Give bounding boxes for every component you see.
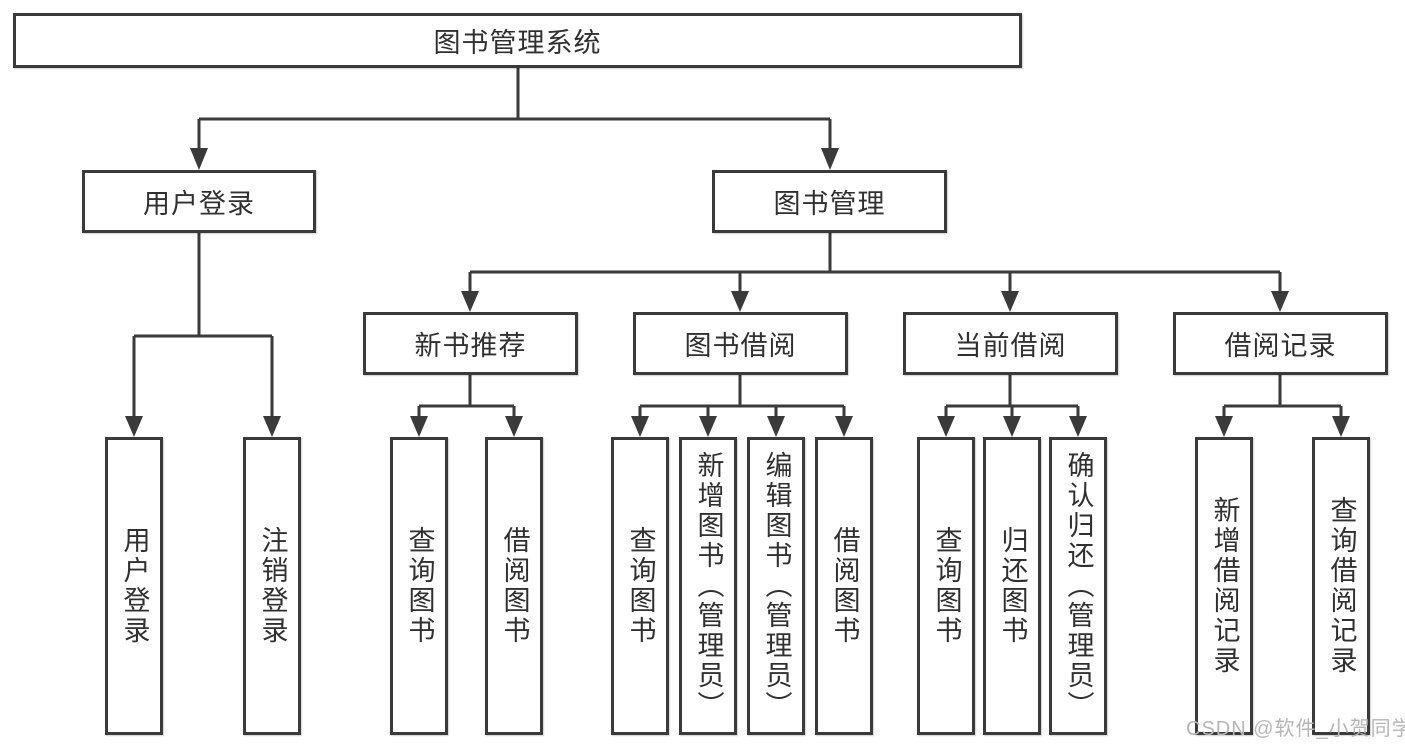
arrowhead-down [461,291,479,312]
watermark: CSDN @软件_小贺同学 [1186,718,1405,740]
node-leaf-cb-return-books: 归还图书 [983,437,1041,735]
node-user-login-label: 用户登录 [143,189,255,219]
node-current-borrow-label: 当前借阅 [954,331,1067,361]
node-book-borrow: 图书借阅 [633,312,848,375]
arrowhead-down [631,416,649,437]
node-user-login: 用户登录 [82,170,316,233]
connector-lines [944,375,1080,421]
arrowhead-down [1215,416,1233,437]
node-leaf-bb-add-books-admin: 新增图书（管理员） [679,437,737,735]
node-leaf-rec-query-record: 查询借阅记录 [1312,437,1370,735]
node-leaf-bb-query-books: 查询图书 [611,437,669,735]
connector-lines [132,233,274,420]
connector-lines [417,375,516,421]
connector-user-login-children [125,233,281,437]
node-leaf-cb-query-books: 查询图书 [917,437,975,735]
arrowhead-down [190,148,208,170]
node-leaf-bb-query-books-label: 查询图书 [625,526,656,646]
node-root: 图书管理系统 [13,13,1022,68]
node-leaf-rec-add-record: 新增借阅记录 [1195,437,1253,735]
arrowhead-down [1003,416,1021,437]
node-leaf-bb-borrow-books-label: 借阅图书 [829,526,860,646]
arrowhead-down [731,291,749,312]
node-book-management-label: 图书管理 [773,189,886,219]
node-leaf-bb-borrow-books: 借阅图书 [815,437,873,735]
node-leaf-user-login: 用户登录 [105,437,163,735]
connector-current-borrow-children [937,375,1087,437]
node-book-management: 图书管理 [712,170,947,233]
arrowhead-down [1069,416,1087,437]
arrowhead-down [505,416,523,437]
node-leaf-logout: 注销登录 [243,437,301,735]
node-leaf-rec-add-record-label: 新增借阅记录 [1209,496,1240,676]
node-book-borrow-label: 图书借阅 [684,331,797,361]
node-new-book-recommend-label: 新书推荐 [414,331,527,361]
arrowhead-down [410,416,428,437]
arrowhead-down [821,148,839,170]
node-leaf-cb-query-books-label: 查询图书 [931,526,962,646]
arrowhead-down [263,416,281,437]
connector-lines [1222,375,1343,421]
arrowhead-down [835,416,853,437]
connector-book-borrow-children [631,375,853,437]
arrowhead-down [125,416,143,437]
connector-lines [638,375,846,421]
arrowhead-down [699,416,717,437]
connector-lines [197,66,832,152]
connector-new-book-recommend-children [410,375,523,437]
node-root-label: 图书管理系统 [433,28,602,58]
node-leaf-cb-confirm-return-admin-label: 确认归还（管理员） [1063,451,1094,721]
connector-book-mgmt-sections [461,233,1289,312]
node-leaf-bb-add-books-admin-label: 新增图书（管理员） [693,451,724,721]
node-leaf-nbr-borrow-books: 借阅图书 [485,437,543,735]
node-leaf-nbr-query-books: 查询图书 [390,437,448,735]
node-leaf-logout-label: 注销登录 [257,526,288,646]
arrowhead-down [937,416,955,437]
connector-root-to-level2 [190,66,839,170]
arrowhead-down [1001,291,1019,312]
connector-borrow-records-children [1215,375,1350,437]
node-leaf-bb-edit-books-admin: 编辑图书（管理员） [747,437,805,735]
node-leaf-user-login-label: 用户登录 [119,526,150,646]
node-leaf-cb-return-books-label: 归还图书 [997,526,1028,646]
connector-lines [468,233,1282,295]
arrowhead-down [1332,416,1350,437]
node-leaf-bb-edit-books-admin-label: 编辑图书（管理员） [761,451,792,721]
arrowhead-down [1271,291,1289,312]
node-leaf-nbr-query-books-label: 查询图书 [404,526,435,646]
node-leaf-rec-query-record-label: 查询借阅记录 [1326,496,1357,676]
node-current-borrow: 当前借阅 [903,312,1118,375]
node-leaf-cb-confirm-return-admin: 确认归还（管理员） [1049,437,1107,735]
node-borrow-records-label: 借阅记录 [1224,331,1337,361]
node-leaf-nbr-borrow-books-label: 借阅图书 [499,526,530,646]
node-borrow-records: 借阅记录 [1173,312,1388,375]
arrowhead-down [767,416,785,437]
node-new-book-recommend: 新书推荐 [363,312,578,375]
